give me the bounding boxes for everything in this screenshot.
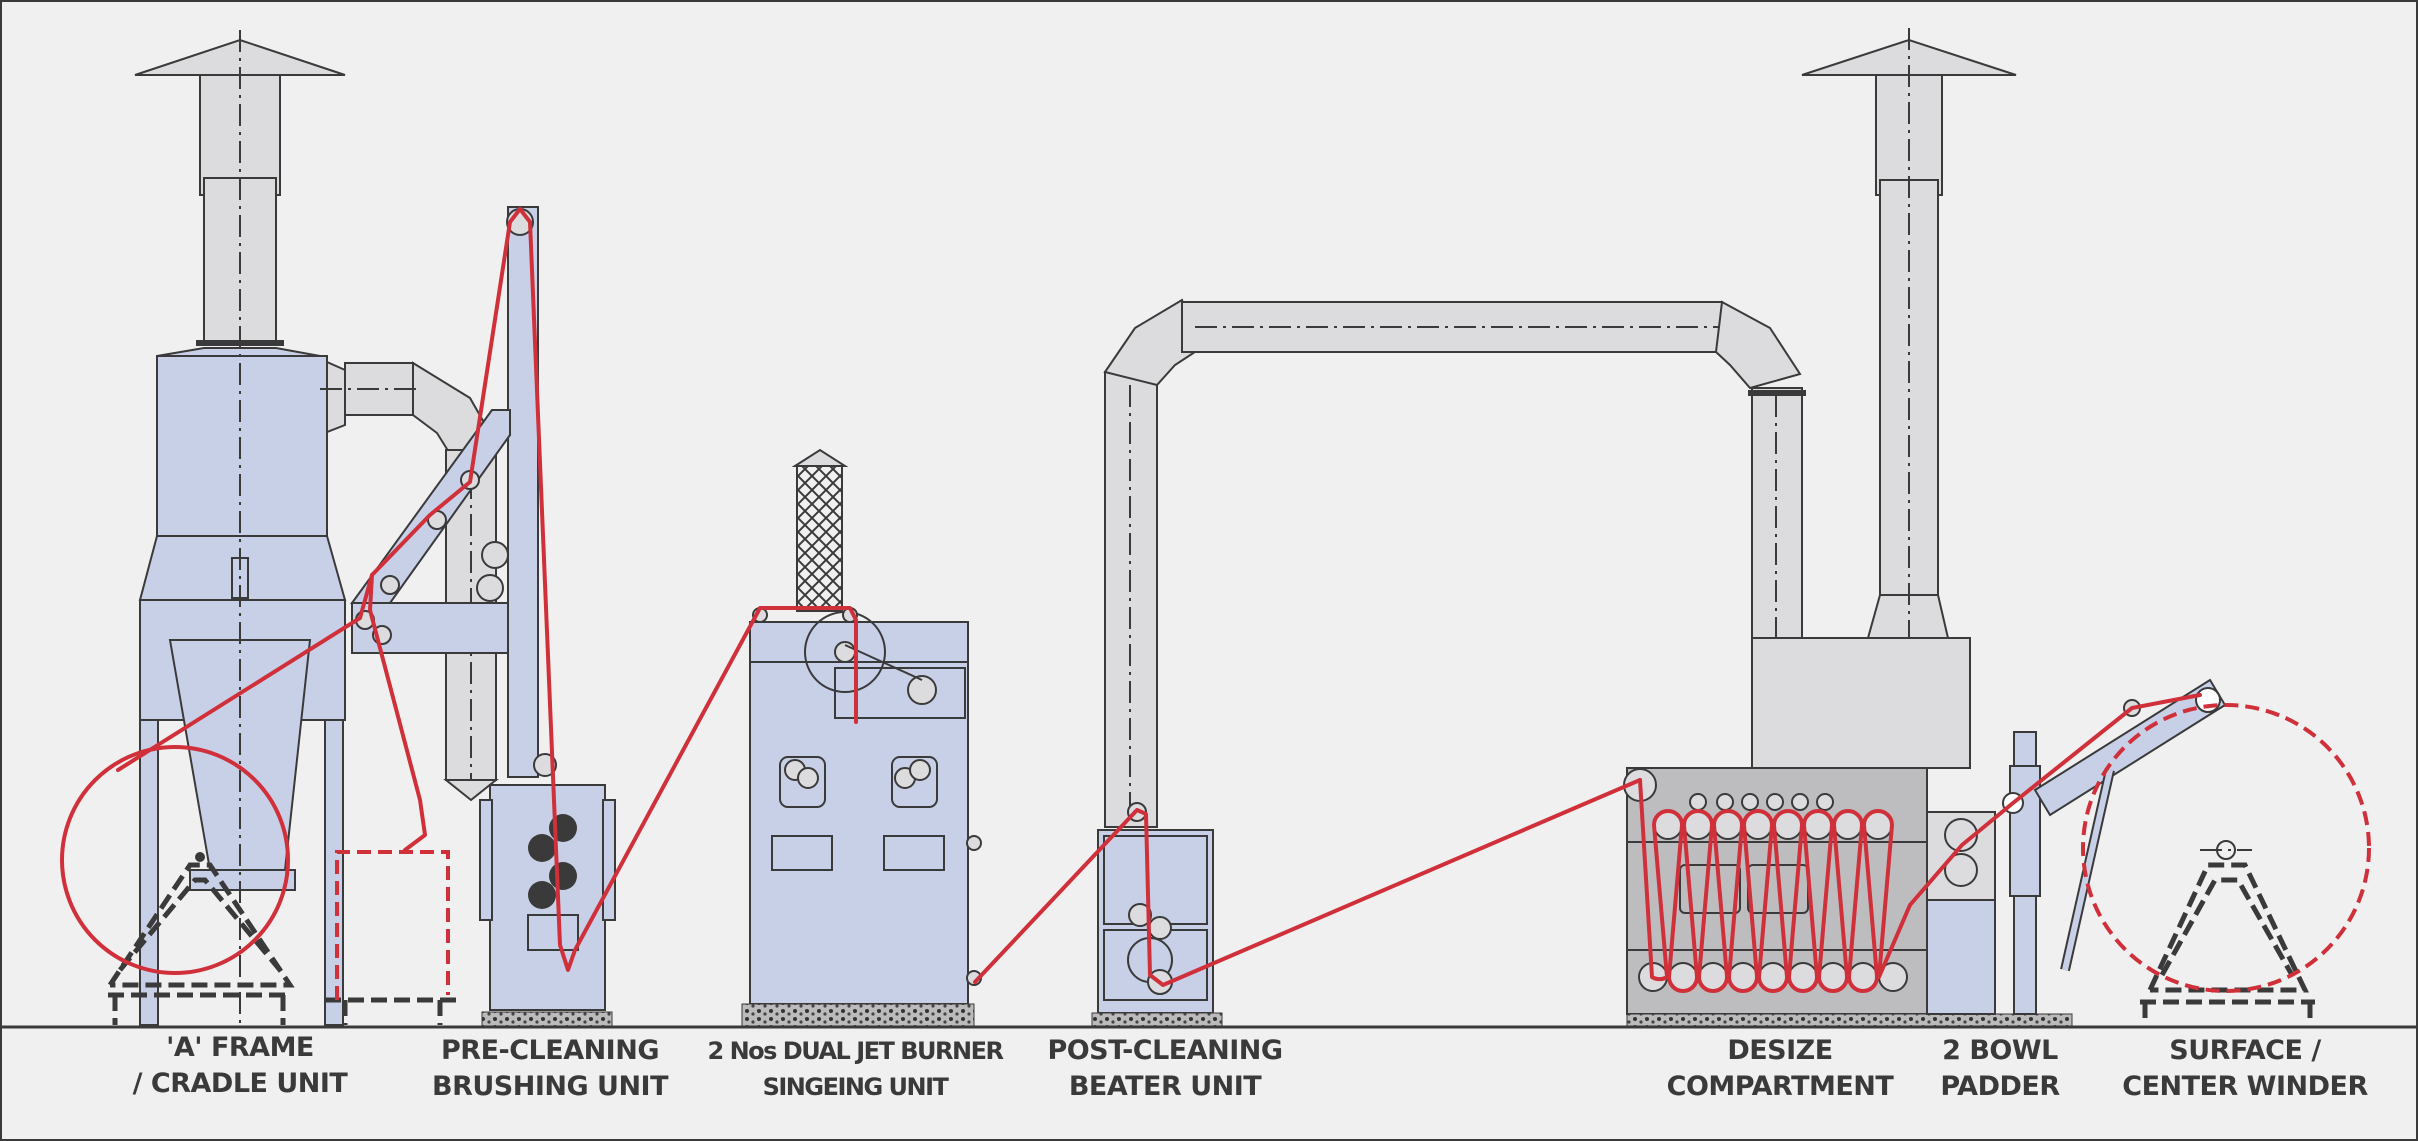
exhaust-duct bbox=[1103, 28, 2017, 828]
a-frame-cradle bbox=[107, 852, 295, 1025]
label-line: 2 Nos DUAL JET BURNER bbox=[707, 1037, 1004, 1065]
fabric-path bbox=[116, 207, 858, 972]
label-singeing-unit: 2 Nos DUAL JET BURNER SINGEING UNIT bbox=[700, 1033, 1010, 1105]
label-line: POST-CLEANING bbox=[1047, 1035, 1283, 1066]
fabric-path-desize bbox=[1638, 778, 1912, 993]
label-desize-compartment: DESIZE COMPARTMENT bbox=[1655, 1033, 1905, 1105]
post-cleaning-beater-unit bbox=[1091, 802, 1223, 1027]
label-two-bowl-padder: 2 BOWL PADDER bbox=[1925, 1033, 2075, 1105]
cyclone-dust-collector bbox=[134, 30, 499, 1027]
label-line: BEATER UNIT bbox=[1068, 1071, 1262, 1102]
singeing-unit bbox=[741, 448, 982, 1027]
label-line: SURFACE / bbox=[2169, 1035, 2321, 1066]
label-line: COMPARTMENT bbox=[1666, 1071, 1894, 1102]
label-post-cleaning-beater-unit: POST-CLEANING BEATER UNIT bbox=[1035, 1033, 1295, 1105]
label-surface-center-winder: SURFACE / CENTER WINDER bbox=[2100, 1033, 2390, 1105]
two-bowl-padder bbox=[1926, 731, 2041, 1015]
fabric-batch-roll bbox=[60, 745, 290, 975]
label-line: PRE-CLEANING bbox=[441, 1035, 660, 1066]
label-line: DESIZE bbox=[1727, 1035, 1833, 1066]
pre-cleaning-brushing-unit bbox=[350, 206, 616, 1027]
fabric-path-brushing-loop bbox=[368, 573, 427, 852]
label-line: PADDER bbox=[1940, 1071, 2060, 1102]
label-pre-cleaning-brushing-unit: PRE-CLEANING BRUSHING UNIT bbox=[420, 1033, 680, 1105]
label-line: 'A' FRAME bbox=[166, 1032, 314, 1063]
fabric-path-padder-winder bbox=[1908, 693, 2202, 907]
fabric-path-singeing-exit bbox=[973, 778, 1642, 987]
label-line: CENTER WINDER bbox=[2122, 1071, 2368, 1102]
label-a-frame-cradle-unit: 'A' FRAME / CRADLE UNIT bbox=[125, 1030, 355, 1102]
surface-center-winder bbox=[2033, 678, 2315, 1025]
label-line: SINGEING UNIT bbox=[762, 1073, 949, 1101]
cradle-stand bbox=[325, 850, 460, 1025]
winder-batch-roll bbox=[2081, 703, 2371, 993]
label-line: 2 BOWL bbox=[1942, 1035, 2058, 1066]
label-line: / CRADLE UNIT bbox=[132, 1068, 348, 1099]
label-line: BRUSHING UNIT bbox=[431, 1071, 669, 1102]
